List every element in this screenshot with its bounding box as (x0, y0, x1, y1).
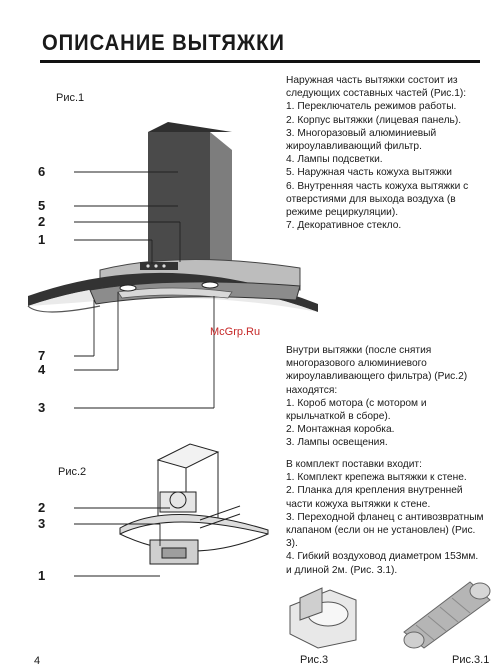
fig1-callout-7: 7 (38, 348, 46, 363)
fig2-callout-2: 2 (38, 500, 46, 515)
section3-intro: В комплект поставки входит: (286, 459, 422, 470)
section3-item: 1. Комплект крепежа вытяжки к стене. (286, 472, 467, 484)
section1-item: 4. Лампы подсветки. (286, 154, 383, 166)
section3-text: В комплект поставки входит: 1. Комплект … (272, 458, 484, 577)
section1-item: 6. Внутренняя часть кожуха вытяжки с отв… (286, 180, 469, 219)
fig1-caption: Рис.1 (56, 92, 85, 104)
fig1-leader-lines (74, 171, 215, 409)
section2-intro: Внутри вытяжки (после снятия многоразово… (286, 345, 468, 396)
page-number: 4 (34, 655, 41, 667)
fig1-chimney-outer (148, 132, 210, 265)
fig1-callout-3: 3 (38, 400, 46, 415)
section3-item: 2. Планка для крепления внутренней части… (286, 485, 463, 510)
section2-item: 3. Лампы освещения. (286, 437, 388, 449)
fig1-callout-6: 6 (38, 164, 46, 179)
fig1-chimney-side (210, 132, 232, 265)
section1-text: Наружная часть вытяжки состоит из следую… (272, 74, 484, 232)
section1-item: 1. Переключатель режимов работы. (286, 101, 457, 113)
fig31-duct-illustration (403, 581, 491, 649)
section2-item: 1. Короб мотора (с мотором и крыльчаткой… (286, 397, 427, 423)
section1-item: 5. Наружная часть кожуха вытяжки (286, 167, 452, 179)
section1-item: 3. Многоразовый алюминиевый жироулавлива… (286, 127, 437, 153)
title-underline (40, 60, 480, 63)
fig1-callout-4: 4 (38, 362, 46, 377)
fig1-callout-2: 2 (38, 214, 46, 229)
fig3-caption: Рис.3 (300, 654, 329, 666)
fig2-callout-3: 3 (38, 516, 46, 531)
fig31-caption: Рис.3.1 (452, 654, 490, 666)
watermark: McGrp.Ru (210, 326, 261, 338)
fig2-leader-lines (74, 507, 170, 577)
fig2-interior-illustration (119, 443, 269, 565)
section1-intro: Наружная часть вытяжки состоит из следую… (286, 75, 467, 100)
fig1-callout-5: 5 (38, 198, 46, 213)
fig3-flange-illustration (289, 587, 357, 649)
fig2-callout-1: 1 (38, 568, 46, 583)
page-title: ОПИСАНИЕ ВЫТЯЖКИ (42, 30, 285, 55)
section1-item: 7. Декоративное стекло. (286, 220, 402, 232)
section2-item: 2. Монтажная коробка. (286, 424, 395, 436)
section1-item: 2. Корпус вытяжки (лицевая панель). (286, 114, 462, 126)
section2-text: Внутри вытяжки (после снятия многоразово… (272, 344, 484, 450)
section3-item: 3. Переходной фланец с антивозвратным кл… (286, 511, 484, 550)
fig1-hood-illustration (27, 122, 318, 313)
fig2-caption: Рис.2 (58, 466, 87, 478)
section3-item: 4. Гибкий воздуховод диаметром 153мм. и … (286, 551, 479, 576)
fig1-callout-1: 1 (38, 232, 46, 247)
